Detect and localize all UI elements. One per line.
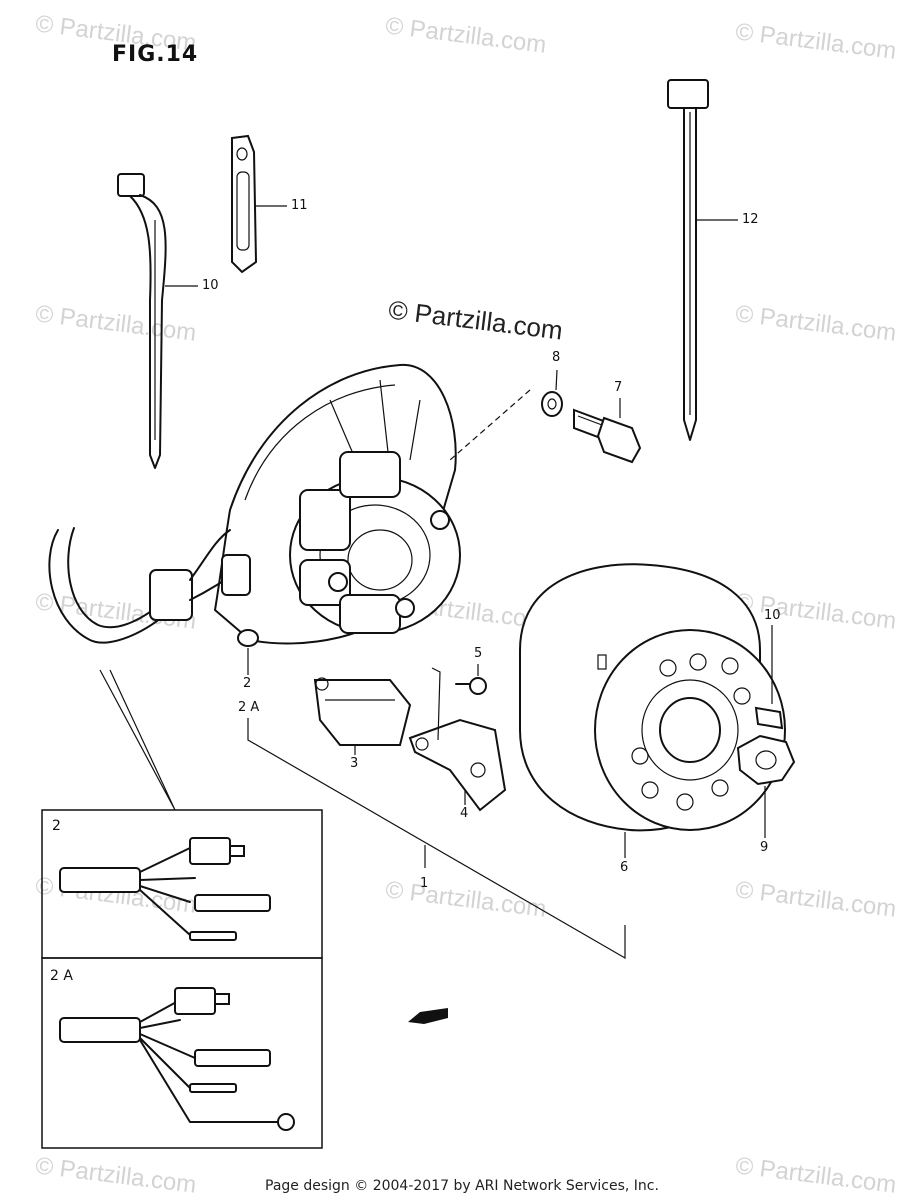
rotor-part-6: [519, 563, 786, 832]
cable-tie-part-11: [117, 173, 167, 469]
callout-2: 2: [243, 676, 252, 691]
cable-tie-part-13: [667, 79, 709, 441]
page-footer: Page design © 2004-2017 by ARI Network S…: [265, 1178, 659, 1194]
figure-title: FIG.14: [112, 42, 199, 67]
callout-6: 6: [620, 860, 629, 875]
wire-harness: [48, 527, 251, 644]
callout-5: 5: [474, 646, 483, 661]
assembly-line: [449, 389, 531, 461]
bolt-part-7: [573, 408, 642, 464]
washer-part-8: [541, 391, 563, 417]
callout-11: 10: [202, 278, 219, 293]
assembly-bracket-1: [247, 718, 626, 960]
inset-2a-harness: [59, 987, 295, 1131]
inset-box: [41, 809, 323, 1149]
callout-12: 11: [291, 198, 308, 213]
callout-10: 10: [764, 608, 781, 623]
callout-3: 3: [350, 756, 359, 771]
callout-1: 1: [420, 876, 429, 891]
key-part-10: [754, 706, 784, 730]
screw-part-5: [455, 677, 487, 695]
stator-coil: [289, 451, 461, 634]
grommet-part-2: [237, 629, 259, 647]
inset-label-2: 2: [52, 818, 61, 834]
callout-9: 9: [760, 840, 769, 855]
pickup-coil-part-3: [313, 677, 412, 746]
callout-2a: 2 A: [238, 700, 260, 715]
inset-2-harness: [59, 837, 271, 941]
callout-7: 7: [614, 380, 623, 395]
bracket-part-4: [408, 667, 507, 812]
nut-part-9: [736, 734, 796, 786]
callout-8: 8: [552, 350, 561, 365]
leader-line-8: [555, 369, 558, 391]
callout-4: 4: [460, 806, 469, 821]
inset-leader: [99, 669, 176, 811]
forward-arrow-icon: [408, 1008, 448, 1024]
clamp-part-12: [231, 134, 258, 274]
inset-label-2a: 2 A: [50, 968, 73, 984]
callout-13: 12: [742, 212, 759, 227]
